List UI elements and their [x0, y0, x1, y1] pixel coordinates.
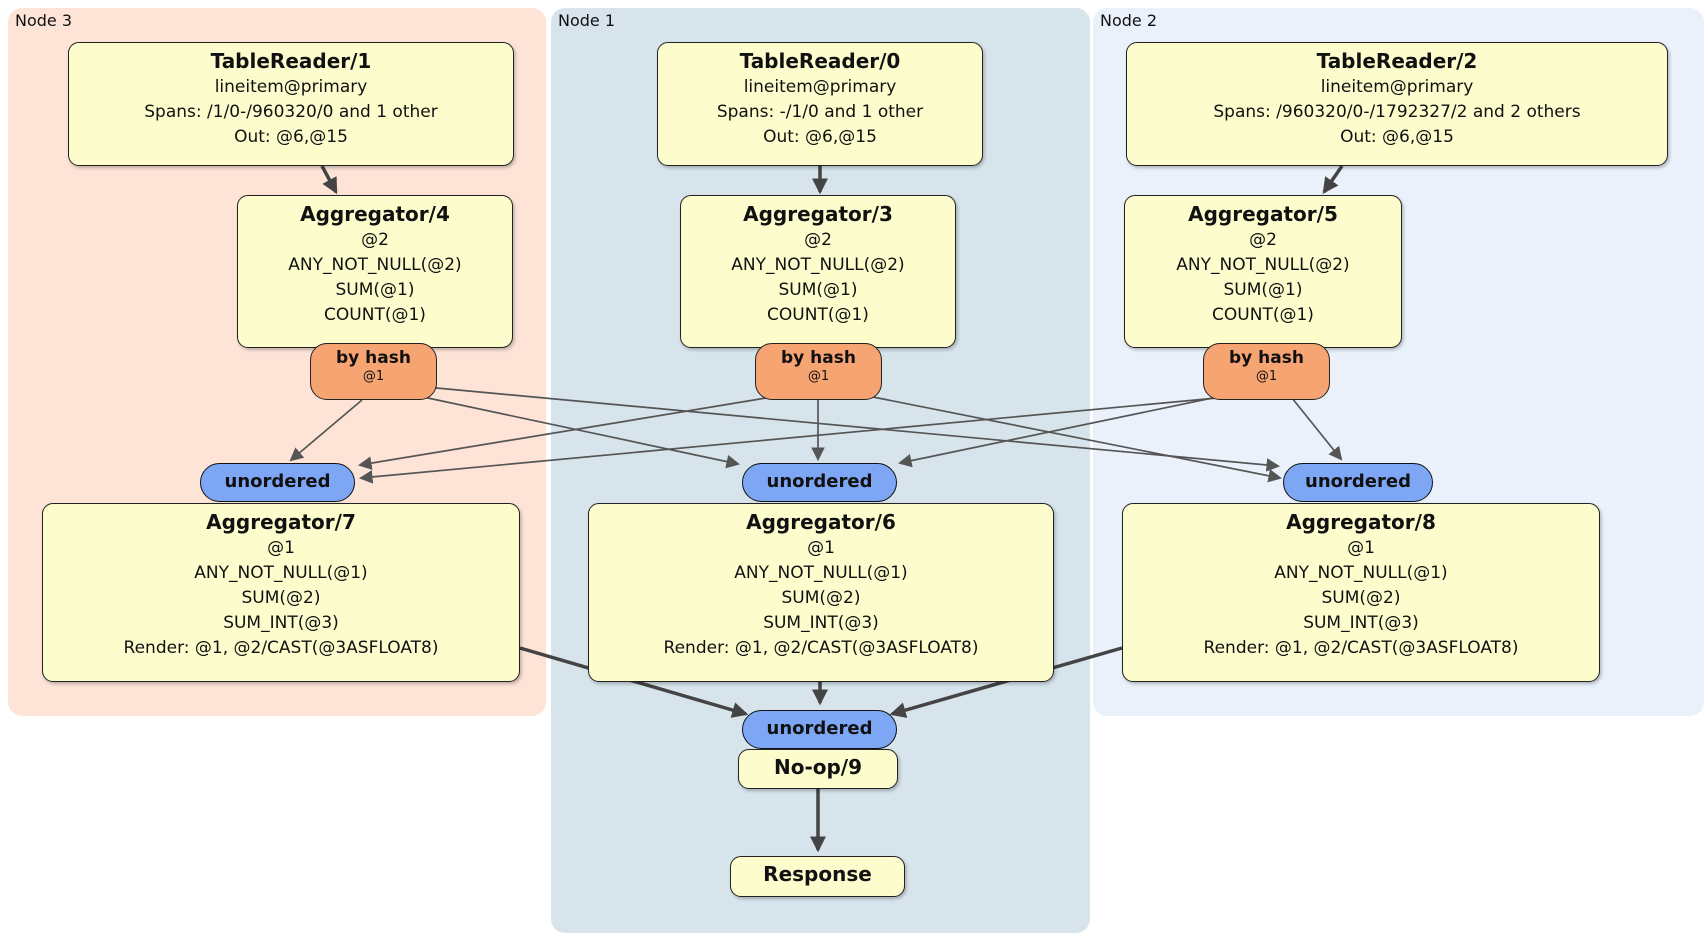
processor-detail: Render: @1, @2/CAST(@3ASFLOAT8): [1203, 638, 1519, 658]
processor-aggregator-6: Aggregator/6 @1 ANY_NOT_NULL(@1) SUM(@2)…: [588, 503, 1054, 682]
stream-unordered-6: unordered: [742, 463, 897, 502]
region-label-node3: Node 3: [15, 11, 73, 30]
processor-aggregator-3: Aggregator/3 @2 ANY_NOT_NULL(@2) SUM(@1)…: [680, 195, 956, 348]
processor-aggregator-4: Aggregator/4 @2 ANY_NOT_NULL(@2) SUM(@1)…: [237, 195, 513, 348]
stream-unordered-7: unordered: [200, 463, 355, 502]
processor-tablereader-2: TableReader/2 lineitem@primary Spans: /9…: [1126, 42, 1668, 166]
processor-detail: @1: [807, 538, 835, 558]
router-key: @1: [362, 369, 385, 384]
processor-aggregator-7: Aggregator/7 @1 ANY_NOT_NULL(@1) SUM(@2)…: [42, 503, 520, 682]
processor-detail: SUM(@2): [781, 588, 861, 608]
processor-detail: SUM(@1): [335, 280, 415, 300]
processor-aggregator-8: Aggregator/8 @1 ANY_NOT_NULL(@1) SUM(@2)…: [1122, 503, 1600, 682]
processor-detail: @1: [1347, 538, 1375, 558]
router-label: by hash: [1229, 348, 1304, 368]
processor-title: Aggregator/3: [743, 202, 893, 226]
processor-title: TableReader/2: [1316, 49, 1478, 73]
stream-unordered-9: unordered: [742, 710, 897, 749]
processor-detail: ANY_NOT_NULL(@2): [1176, 255, 1350, 275]
edge-byhash5-unordered7: [358, 397, 1218, 484]
processor-detail: @2: [1249, 230, 1277, 250]
edge-byhash3-unordered7: [357, 397, 767, 470]
processor-title: Aggregator/7: [206, 510, 356, 534]
processor-detail: SUM(@1): [778, 280, 858, 300]
stream-unordered-8: unordered: [1283, 463, 1433, 502]
processor-detail: Out: @6,@15: [234, 127, 348, 147]
processor-detail: @1: [267, 538, 295, 558]
processor-detail: Render: @1, @2/CAST(@3ASFLOAT8): [663, 638, 979, 658]
edge-tr1-agg4: [320, 165, 338, 195]
processor-detail: Spans: -/1/0 and 1 other: [716, 102, 924, 122]
processor-tablereader-0: TableReader/0 lineitem@primary Spans: -/…: [657, 42, 983, 166]
processor-detail: SUM_INT(@3): [1303, 613, 1419, 633]
processor-detail: COUNT(@1): [1212, 305, 1314, 325]
processor-title: Aggregator/6: [746, 510, 896, 534]
processor-title: Response: [763, 862, 872, 886]
router-key: @1: [1255, 369, 1278, 384]
processor-title: Aggregator/4: [300, 202, 450, 226]
processor-title: TableReader/0: [739, 49, 901, 73]
processor-detail: Spans: /1/0-/960320/0 and 1 other: [144, 102, 438, 122]
processor-detail: SUM_INT(@3): [223, 613, 339, 633]
processor-response: Response: [730, 856, 905, 897]
region-label-node1: Node 1: [558, 11, 616, 30]
router-byhash-5: by hash @1: [1203, 343, 1330, 400]
processor-noop-9: No-op/9: [738, 749, 898, 789]
router-key: @1: [807, 369, 830, 384]
processor-detail: ANY_NOT_NULL(@1): [194, 563, 368, 583]
processor-detail: Out: @6,@15: [1340, 127, 1454, 147]
edge-byhash3-unordered8: [867, 395, 1283, 483]
router-label: by hash: [781, 348, 856, 368]
processor-detail: lineitem@primary: [1320, 77, 1474, 97]
processor-title: Aggregator/5: [1188, 202, 1338, 226]
processor-aggregator-5: Aggregator/5 @2 ANY_NOT_NULL(@2) SUM(@1)…: [1124, 195, 1402, 348]
processor-title: Aggregator/8: [1286, 510, 1436, 534]
processor-detail: SUM(@2): [1321, 588, 1401, 608]
processor-detail: ANY_NOT_NULL(@2): [731, 255, 905, 275]
processor-detail: Spans: /960320/0-/1792327/2 and 2 others: [1213, 102, 1581, 122]
processor-detail: @2: [361, 230, 389, 250]
processor-detail: Render: @1, @2/CAST(@3ASFLOAT8): [123, 638, 439, 658]
processor-tablereader-1: TableReader/1 lineitem@primary Spans: /1…: [68, 42, 514, 166]
processor-detail: @2: [804, 230, 832, 250]
edge-byhash5-unordered6: [898, 395, 1223, 468]
region-label-node2: Node 2: [1100, 11, 1158, 30]
processor-detail: COUNT(@1): [767, 305, 869, 325]
edge-tr2-agg5: [1322, 165, 1344, 194]
processor-detail: ANY_NOT_NULL(@1): [734, 563, 908, 583]
processor-detail: SUM_INT(@3): [763, 613, 879, 633]
processor-detail: lineitem@primary: [214, 77, 368, 97]
processor-detail: Out: @6,@15: [763, 127, 877, 147]
edge-byhash4-unordered8: [414, 385, 1281, 472]
processor-title: No-op/9: [773, 755, 863, 779]
processor-detail: lineitem@primary: [743, 77, 897, 97]
processor-detail: COUNT(@1): [324, 305, 426, 325]
router-byhash-4: by hash @1: [310, 343, 437, 400]
processor-detail: ANY_NOT_NULL(@2): [288, 255, 462, 275]
processor-detail: SUM(@2): [241, 588, 321, 608]
processor-detail: SUM(@1): [1223, 280, 1303, 300]
edge-byhash4-unordered7: [289, 399, 363, 462]
processor-detail: ANY_NOT_NULL(@1): [1274, 563, 1448, 583]
edge-byhash5-unordered8: [1291, 397, 1343, 461]
router-byhash-3: by hash @1: [755, 343, 882, 400]
router-label: by hash: [336, 348, 411, 368]
processor-title: TableReader/1: [210, 49, 372, 73]
